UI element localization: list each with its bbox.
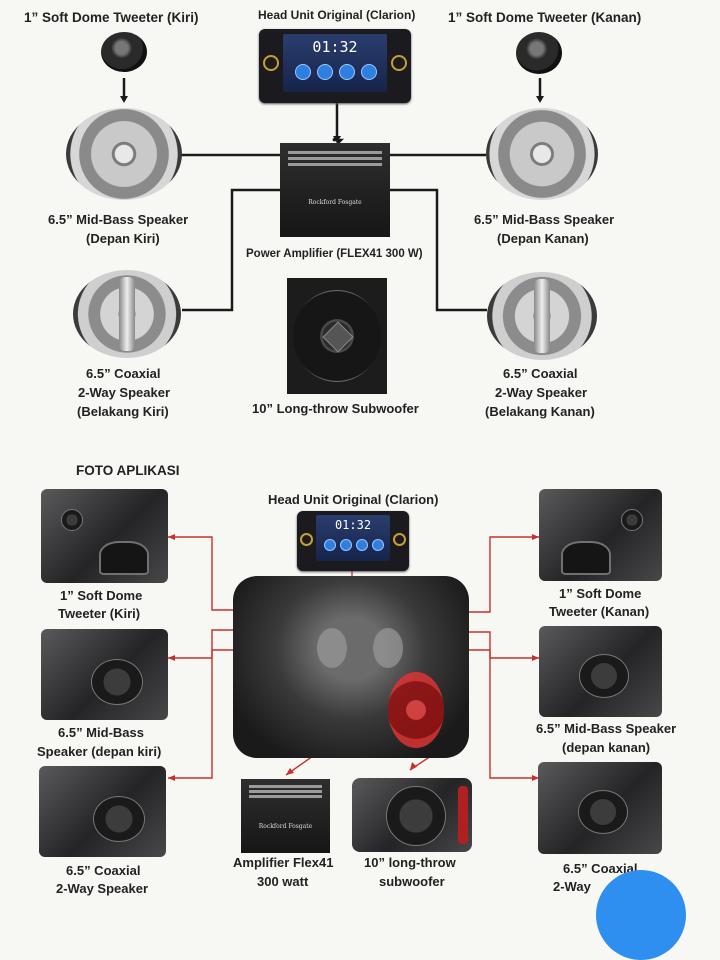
app-amplifier-brand: Rockford Fosgate (258, 823, 313, 830)
app-subwoofer-image (352, 778, 472, 852)
coaxial-left-label-3: (Belakang Kiri) (77, 404, 169, 419)
app-volume-knob-icon (300, 533, 313, 546)
app-tweeter-left-label-1: 1” Soft Dome (60, 588, 143, 603)
app-midbass-left-label-1: 6.5” Mid-Bass (58, 725, 144, 740)
app-head-unit-screen: 01:32 (316, 515, 390, 561)
photo-coaxial-left (39, 766, 166, 857)
application-heading: FOTO APLIKASI (76, 463, 180, 478)
app-subwoofer-label-2: subwoofer (379, 874, 445, 889)
app-midbass-right-label-1: 6.5” Mid-Bass Speaker (536, 721, 677, 736)
app-coaxial-left-label-2: 2-Way Speaker (56, 881, 149, 896)
midbass-right-label-2: (Depan Kanan) (497, 231, 589, 246)
amplifier-label: Power Amplifier (FLEX41 300 W) (246, 248, 423, 260)
midbass-left-label-1: 6.5” Mid-Bass Speaker (48, 212, 189, 227)
app-amplifier-label-1: Amplifier Flex41 (233, 855, 334, 870)
media-icon (317, 64, 333, 80)
amplifier-image: Rockford Fosgate (280, 143, 390, 237)
app-coaxial-left-label-1: 6.5” Coaxial (66, 863, 141, 878)
midbass-left-label-2: (Depan Kiri) (86, 231, 160, 246)
tweeter-right-label: 1” Soft Dome Tweeter (Kanan) (448, 10, 642, 25)
photo-midbass-right (539, 626, 662, 717)
navigation-icon (339, 64, 355, 80)
app-tweeter-left-label-2: Tweeter (Kiri) (58, 606, 141, 621)
app-head-unit-clock: 01:32 (334, 518, 372, 532)
app-head-unit-label: Head Unit Original (Clarion) (268, 492, 439, 507)
phone-icon (361, 64, 377, 80)
app-tweeter-right-label-1: 1” Soft Dome (559, 586, 642, 601)
amp-to-coaxial-left-wire (182, 188, 280, 312)
midbass-left-image (66, 108, 182, 200)
midbass-right-image (486, 108, 598, 200)
photo-coaxial-right (538, 762, 662, 854)
photo-tweeter-left (41, 489, 168, 583)
head-unit-clock: 01:32 (312, 38, 358, 56)
tune-knob-icon (391, 55, 407, 71)
head-unit-image: 01:32 (259, 29, 411, 103)
volume-knob-icon (263, 55, 279, 71)
tweeter-left-label: 1” Soft Dome Tweeter (Kiri) (24, 10, 199, 25)
app-tune-knob-icon (393, 533, 406, 546)
subwoofer-highlight (388, 672, 444, 748)
app-head-unit-image: 01:32 (297, 511, 409, 571)
coaxial-right-label-2: 2-Way Speaker (495, 385, 588, 400)
coaxial-right-label-1: 6.5” Coaxial (503, 366, 578, 381)
corner-blue-shape (596, 870, 686, 960)
head-unit-label: Head Unit Original (Clarion) (258, 8, 416, 22)
car-interior-photo (233, 576, 469, 758)
app-midbass-left-label-2: Speaker (depan kiri) (37, 744, 162, 759)
app-tweeter-right-label-2: Tweeter (Kanan) (549, 604, 650, 619)
app-coaxial-right-label-2: 2-Way (553, 879, 591, 894)
coaxial-right-label-3: (Belakang Kanan) (485, 404, 595, 419)
tweeter-left-image (101, 32, 147, 72)
coaxial-left-image (73, 270, 181, 358)
photo-tweeter-right (539, 489, 662, 581)
photo-midbass-left (41, 629, 168, 720)
coaxial-left-label-2: 2-Way Speaker (78, 385, 171, 400)
app-amplifier-image: Rockford Fosgate (241, 779, 330, 853)
app-midbass-right-label-2: (depan kanan) (562, 740, 651, 755)
subwoofer-image (287, 278, 387, 394)
amp-to-coaxial-right-wire (390, 188, 487, 312)
subwoofer-label: 10” Long-throw Subwoofer (252, 401, 419, 416)
coaxial-right-image (487, 272, 597, 360)
midbass-right-label-1: 6.5” Mid-Bass Speaker (474, 212, 615, 227)
tweeter-right-image (516, 32, 562, 74)
head-unit-screen: 01:32 (283, 34, 387, 92)
app-amplifier-label-2: 300 watt (257, 874, 309, 889)
coaxial-left-label-1: 6.5” Coaxial (86, 366, 161, 381)
app-coaxial-right-label-1: 6.5” Coaxial (563, 861, 638, 876)
app-subwoofer-label-1: 10” long-throw (364, 855, 456, 870)
amplifier-brand: Rockford Fosgate (308, 199, 362, 206)
radio-icon (295, 64, 311, 80)
